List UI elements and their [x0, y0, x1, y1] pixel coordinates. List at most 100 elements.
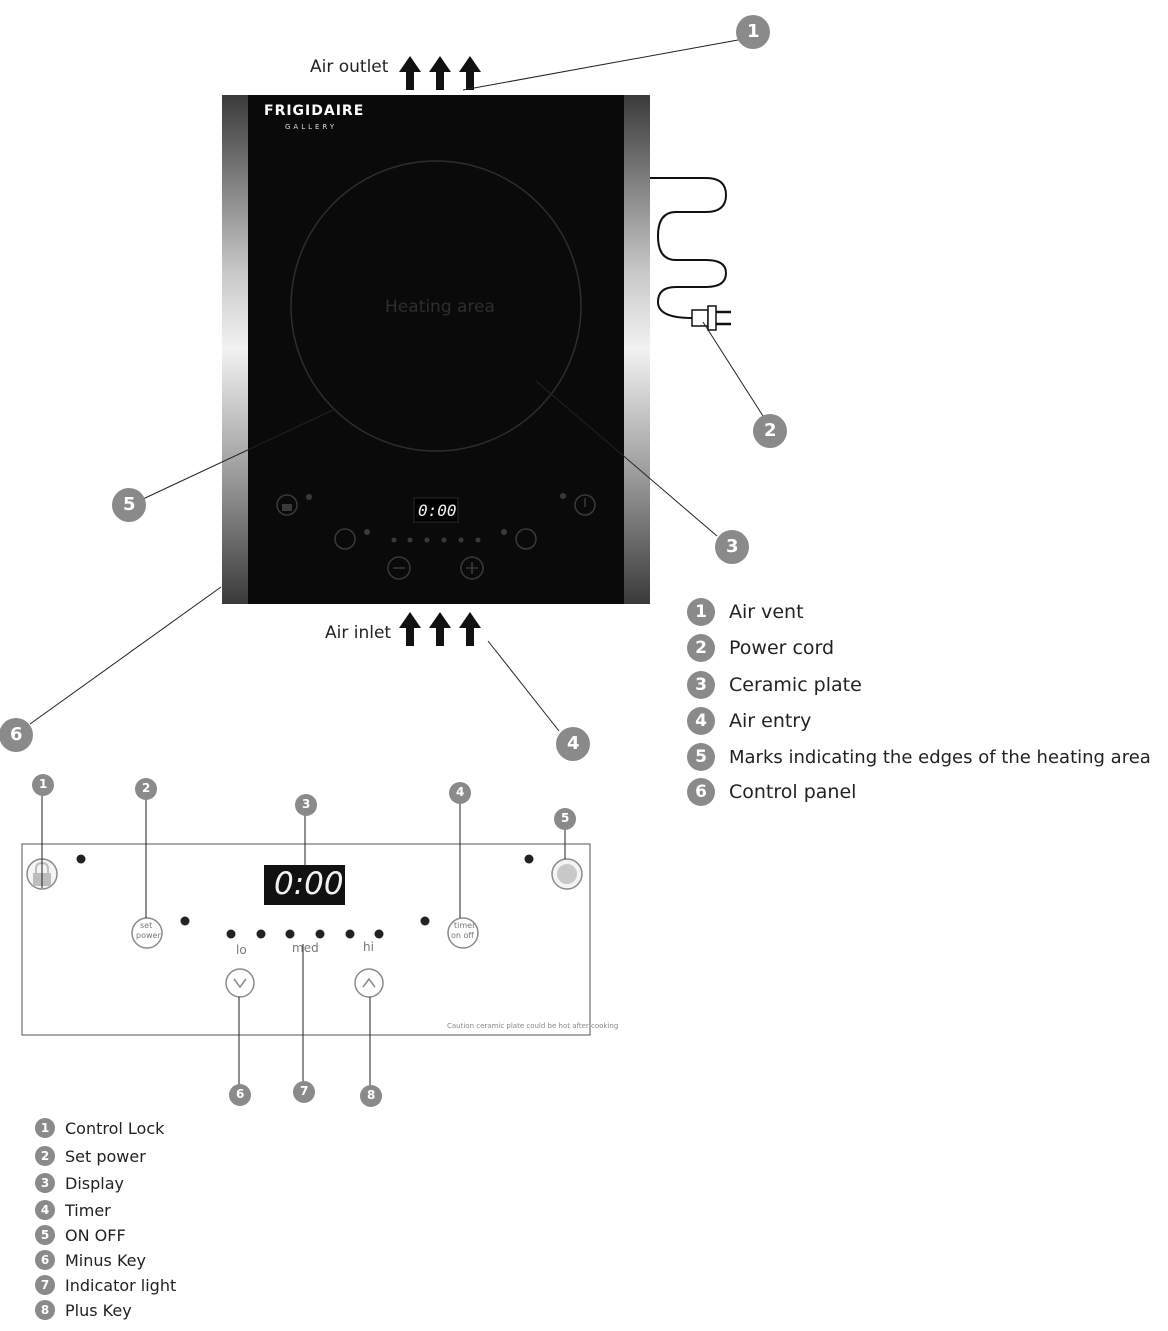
- med-label: med: [292, 941, 319, 955]
- legend-row: 7 Indicator light: [35, 1275, 176, 1295]
- legend-text: Timer: [65, 1200, 111, 1220]
- callout-top-2: 2: [764, 420, 777, 441]
- callout-panel-6: 6: [236, 1087, 245, 1101]
- on-off-indicator-led: [524, 854, 534, 864]
- legend-number: 2: [35, 1146, 55, 1166]
- legend-text: Ceramic plate: [729, 674, 862, 696]
- cooktop-mini-controls: [276, 493, 596, 580]
- air-inlet-arrows: [399, 612, 481, 646]
- panel-display: [264, 865, 345, 905]
- legend-number: 5: [35, 1225, 55, 1245]
- hi-label: hi: [363, 940, 374, 954]
- right-side-trim: [624, 95, 650, 604]
- legend-text: Marks indicating the edges of the heatin…: [729, 746, 1151, 768]
- mini-set-power-icon: [334, 528, 356, 550]
- callout-top-3: 3: [726, 536, 739, 557]
- heating-area-ring: [290, 160, 582, 452]
- legend-text: Indicator light: [65, 1275, 177, 1295]
- mini-minus-icon: [387, 556, 411, 580]
- power-label: power: [136, 931, 161, 940]
- heating-area-label: Heating area: [385, 297, 495, 317]
- legend-row: 4 Air entry: [687, 707, 811, 735]
- mini-power-icon: [574, 494, 596, 516]
- callout-top-1: 1: [747, 21, 760, 42]
- caution-note: Caution ceramic plate could be hot after…: [447, 1022, 619, 1030]
- set-power-key: [131, 917, 163, 949]
- air-outlet-arrows: [399, 56, 481, 90]
- brand-logo: FRIGIDAIRE: [264, 103, 365, 119]
- legend-number: 8: [35, 1300, 55, 1320]
- callout-panel-3: 3: [302, 797, 311, 811]
- legend-row: 3 Display: [35, 1173, 124, 1193]
- panel-callout-circles: [32, 774, 576, 1107]
- callout-panel-4: 4: [456, 785, 465, 799]
- air-inlet-label: Air inlet: [325, 623, 392, 643]
- minus-key-icon: [225, 968, 255, 998]
- callout-top-6: 6: [10, 724, 23, 745]
- callout-panel-8: 8: [367, 1088, 376, 1102]
- panel-leader-lines: [41, 794, 566, 1086]
- legend-row: 3 Ceramic plate: [687, 671, 862, 699]
- legend-row: 6 Control panel: [687, 778, 856, 806]
- legend-number: 6: [35, 1250, 55, 1270]
- legend-row: 2 Set power: [35, 1146, 146, 1166]
- panel-display-value: 0:00: [274, 866, 344, 902]
- mini-timer-led: [501, 529, 507, 535]
- legend-number: 6: [687, 778, 715, 806]
- legend-text: Air vent: [729, 601, 804, 623]
- lo-label: lo: [236, 943, 247, 957]
- legend-row: 6 Minus Key: [35, 1250, 146, 1270]
- legend-number: 4: [35, 1200, 55, 1220]
- mini-lock-icon: [276, 494, 298, 516]
- legend-text: Plus Key: [65, 1300, 132, 1320]
- legend-text: Set power: [65, 1146, 146, 1166]
- power-cord: [650, 177, 728, 319]
- legend-number: 4: [687, 707, 715, 735]
- timer-label: timer: [454, 921, 476, 930]
- mini-level-leds: [391, 537, 481, 543]
- legend-row: 5 ON OFF: [35, 1225, 126, 1245]
- control-panel-detail: [21, 843, 591, 1036]
- legend-number: 1: [687, 598, 715, 626]
- set-power-led: [180, 916, 190, 926]
- legend-text: Control panel: [729, 781, 857, 803]
- callout-panel-2: 2: [142, 781, 151, 795]
- on-off-label: on off: [451, 931, 474, 940]
- callout-panel-7: 7: [300, 1084, 309, 1098]
- legend-row: 1 Air vent: [687, 598, 804, 626]
- lock-indicator-led: [76, 854, 86, 864]
- legend-number: 1: [35, 1118, 55, 1138]
- timer-led: [420, 916, 430, 926]
- left-side-trim: [222, 95, 248, 604]
- legend-number: 2: [687, 634, 715, 662]
- plus-key-icon: [354, 968, 384, 998]
- top-leader-lines: [29, 39, 764, 732]
- set-label: set: [140, 921, 153, 930]
- legend-row: 1 Control Lock: [35, 1118, 164, 1138]
- legend-row: 2 Power cord: [687, 634, 834, 662]
- air-outlet-label: Air outlet: [310, 57, 389, 77]
- mini-display-value: 0:00: [418, 501, 457, 520]
- on-off-icon: [551, 858, 583, 890]
- callout-top-5: 5: [123, 494, 136, 515]
- legend-text: Power cord: [729, 637, 835, 659]
- timer-key: [447, 917, 479, 949]
- legend-row: 5 Marks indicating the edges of the heat…: [687, 743, 1151, 771]
- legend-text: Minus Key: [65, 1250, 146, 1270]
- mini-timer-icon: [515, 528, 537, 550]
- mini-plus-icon: [460, 556, 484, 580]
- legend-number: 3: [687, 671, 715, 699]
- legend-number: 3: [35, 1173, 55, 1193]
- callout-panel-1: 1: [39, 777, 48, 791]
- brand-sub-logo: GALLERY: [285, 123, 338, 131]
- mini-set-led: [364, 529, 370, 535]
- legend-text: Control Lock: [65, 1118, 165, 1138]
- power-level-leds: [226, 929, 384, 939]
- top-callout-circles: [0, 15, 787, 761]
- callout-top-4: 4: [567, 733, 580, 754]
- plug-icon: [691, 305, 731, 331]
- mini-display: [413, 497, 459, 523]
- callout-panel-5: 5: [561, 811, 570, 825]
- legend-text: ON OFF: [65, 1225, 126, 1245]
